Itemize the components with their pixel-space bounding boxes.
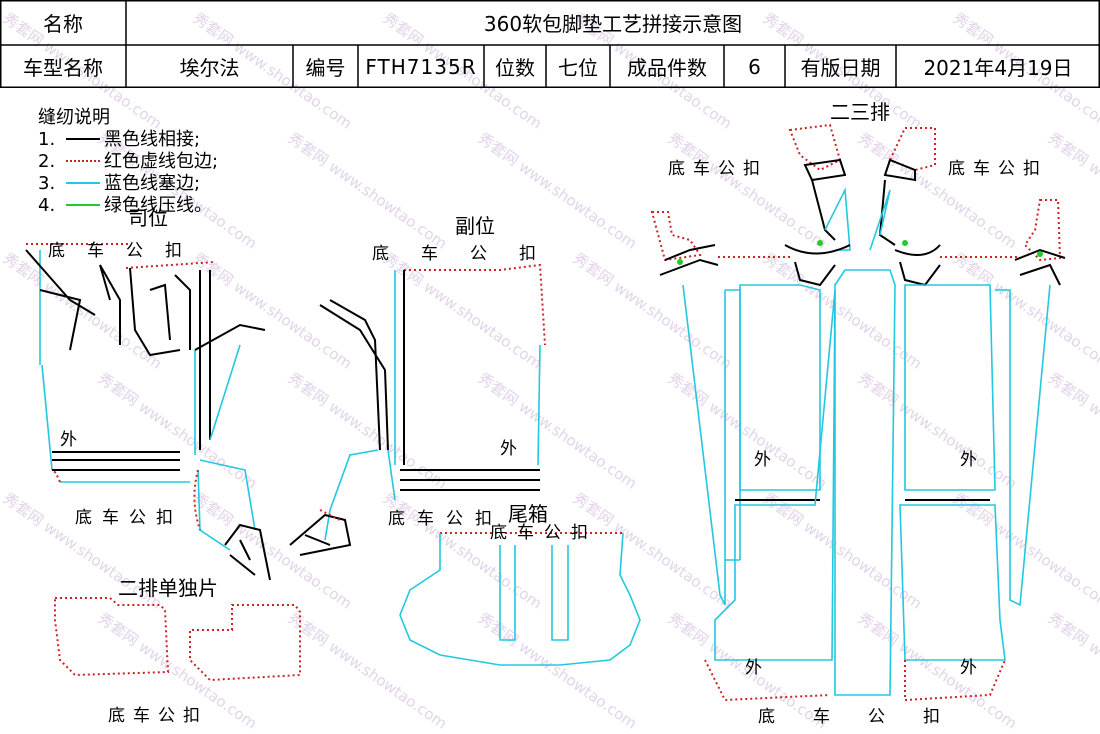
outer-label-passenger: 外	[500, 439, 517, 459]
cyan-line-swatch	[66, 182, 100, 184]
third-row-mat-pattern	[650, 123, 1066, 702]
outer-label-third-right-lower: 外	[960, 658, 977, 678]
name-label: 名称	[43, 12, 83, 36]
date-value: 2021年4月19日	[923, 56, 1073, 80]
base-clip-label-passenger-bottom: 底车公扣	[388, 509, 504, 529]
base-clip-label-third-row-bottom: 底车公扣	[758, 707, 978, 727]
legend-title: 缝纫说明	[38, 106, 110, 128]
car-model-value: 埃尔法	[179, 56, 240, 80]
green-line-swatch	[66, 204, 100, 206]
base-clip-label-third-row-left: 底车公扣	[668, 159, 768, 179]
section-title-third-row: 二三排	[830, 100, 890, 124]
outer-label-driver: 外	[60, 430, 77, 450]
seats-label: 位数	[495, 56, 535, 80]
second-row-single-pattern	[54, 597, 301, 682]
trunk-mat-pattern	[399, 532, 641, 666]
date-label: 有版日期	[800, 56, 881, 80]
legend-item-black: 1. 黑色线相接;	[38, 128, 201, 150]
header-table-grid	[0, 0, 1100, 88]
black-line-swatch	[66, 138, 100, 140]
driver-mat-pattern	[25, 243, 271, 581]
base-clip-label-driver-top: 底车公扣	[48, 241, 204, 261]
car-model-label: 车型名称	[23, 56, 103, 80]
outer-label-third-right-upper: 外	[960, 450, 977, 470]
base-clip-label-passenger-top: 底车公扣	[372, 244, 568, 264]
passenger-mat-pattern	[289, 263, 546, 556]
code-value: FTH7135R	[365, 54, 477, 79]
red-dotted-swatch	[66, 160, 100, 162]
page-title: 360软包脚垫工艺拼接示意图	[483, 12, 743, 36]
section-title-trunk: 尾箱	[508, 502, 548, 526]
code-label: 编号	[305, 56, 346, 80]
section-title-passenger: 副位	[455, 214, 495, 238]
base-clip-label-second-row: 底车公扣	[108, 706, 208, 726]
legend-item-cyan: 3. 蓝色线塞边;	[38, 172, 201, 194]
sewing-legend: 缝纫说明 1. 黑色线相接; 2. 红色虚线包边; 3. 蓝色线塞边; 4. 绿…	[38, 106, 218, 216]
seats-value: 七位	[558, 56, 598, 80]
base-clip-label-driver-bottom: 底车公扣	[75, 508, 183, 528]
base-clip-label-trunk: 底车公扣	[490, 523, 598, 543]
section-title-second-row-single: 二排单独片	[118, 576, 218, 600]
legend-item-red: 2. 红色虚线包边;	[38, 150, 219, 172]
pieces-label: 成品件数	[627, 56, 707, 80]
outer-label-third-left-upper: 外	[754, 450, 771, 470]
legend-item-green: 4. 绿色线压线。	[38, 194, 212, 216]
outer-label-third-left-lower: 外	[745, 658, 762, 678]
section-title-driver: 司位	[128, 206, 168, 230]
pieces-value: 6	[748, 54, 761, 79]
base-clip-label-third-row-right: 底车公扣	[948, 159, 1048, 179]
